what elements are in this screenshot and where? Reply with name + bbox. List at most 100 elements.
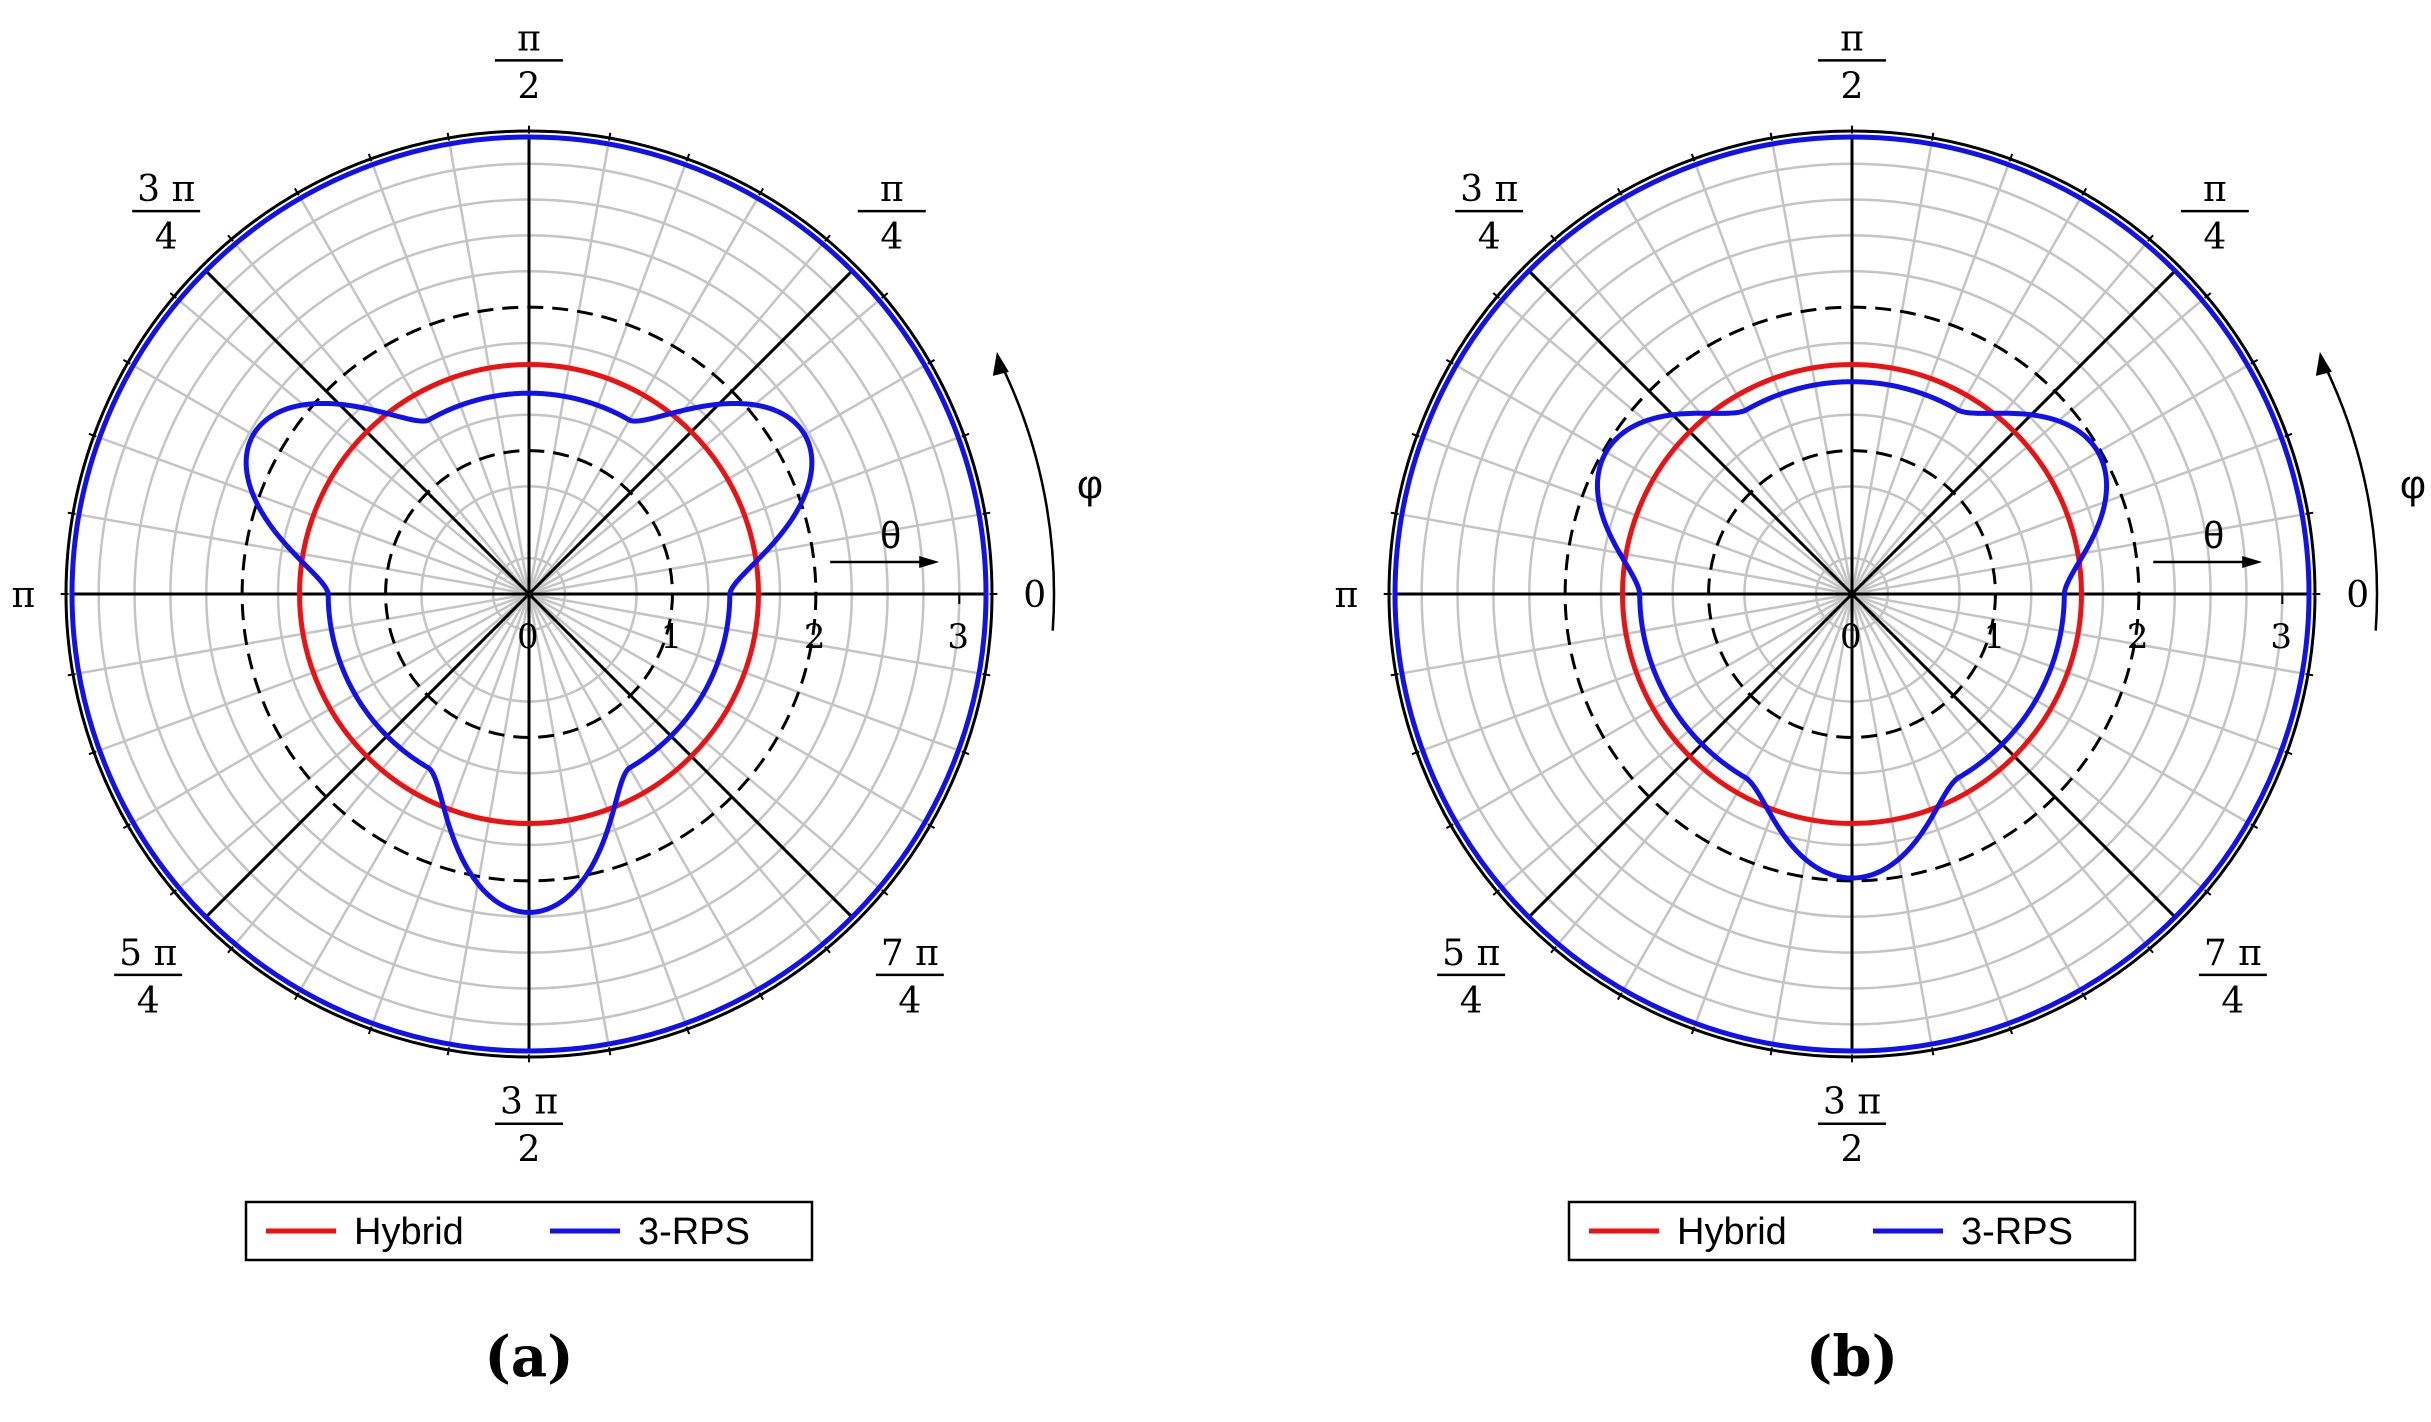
theta-arrowhead [919, 556, 940, 568]
angular-tick [2250, 823, 2259, 830]
series-line-3rps [1594, 379, 2110, 881]
angle-label-denominator: 4 [2203, 217, 2226, 258]
angular-tick [1690, 1026, 1696, 1035]
angular-tick [881, 292, 889, 299]
angular-tick [2284, 432, 2293, 438]
angle-label: 0 [2346, 575, 2369, 616]
radial-tick-label: 0 [1840, 617, 1862, 657]
angle-label-numerator: π [880, 169, 904, 210]
angular-tick [1769, 132, 1774, 141]
series-line-outer-3rps [1392, 134, 2312, 1054]
angle-label-numerator: 3 π [1460, 169, 1518, 210]
angular-tick [758, 187, 765, 196]
angle-label-denominator: 4 [2221, 981, 2244, 1022]
angular-tick [446, 1047, 451, 1056]
angle-label-numerator: 7 π [881, 933, 939, 974]
angular-tick [961, 432, 970, 438]
phi-arrowhead [992, 351, 1009, 376]
angular-tick [1445, 358, 1454, 365]
angular-tick [824, 946, 831, 954]
series-line-outer-3rps [69, 134, 989, 1054]
angle-label-numerator: 5 π [1442, 933, 1500, 974]
angular-tick [169, 889, 177, 896]
angle-label-denominator: 4 [137, 981, 160, 1022]
angle-label-numerator: π [517, 18, 541, 59]
series-line-hybrid [1620, 362, 2084, 826]
angular-tick [2147, 946, 2154, 954]
angular-tick [927, 358, 936, 365]
series-line-hybrid [297, 362, 761, 826]
angular-tick [685, 1026, 691, 1035]
theta-label: θ [880, 515, 901, 557]
angle-label-denominator: 2 [518, 66, 541, 107]
angle-label-denominator: 4 [1460, 981, 1483, 1022]
angular-tick [1411, 432, 1420, 438]
panel-label: (b) [1806, 1324, 1898, 1390]
phi-arc-arrow [2322, 363, 2379, 631]
angular-tick [2204, 889, 2212, 896]
angular-tick [2305, 672, 2314, 677]
angle-label-numerator: 7 π [2204, 933, 2262, 974]
angular-tick [88, 432, 97, 438]
angular-tick [2284, 750, 2293, 756]
angular-tick [824, 234, 831, 242]
angular-tick [1930, 132, 1935, 141]
radial-tick-label: 2 [804, 617, 826, 657]
angular-tick [2147, 234, 2154, 242]
theta-label: θ [2203, 515, 2224, 557]
angular-tick [293, 992, 300, 1001]
angular-tick [2008, 1026, 2014, 1035]
radial-tick-label: 1 [660, 617, 682, 657]
angular-tick [293, 187, 300, 196]
radial-tick-label: 1 [1983, 617, 2005, 657]
angle-label-denominator: 2 [1841, 66, 1864, 107]
angular-tick [2305, 511, 2314, 516]
angular-tick [1390, 672, 1399, 677]
angular-tick [1930, 1047, 1935, 1056]
angular-tick [1550, 946, 1557, 954]
angular-tick [1390, 511, 1399, 516]
angular-tick [1492, 292, 1500, 299]
angular-tick [2081, 187, 2088, 196]
legend-label: Hybrid [354, 1211, 464, 1253]
angle-label: π [1334, 575, 1358, 616]
angular-tick [1411, 750, 1420, 756]
theta-arrowhead [2242, 556, 2263, 568]
legend-label: 3-RPS [1961, 1211, 2073, 1253]
phi-label: φ [1077, 463, 1103, 507]
phi-arc-arrow [999, 363, 1056, 631]
angular-tick [2008, 153, 2014, 162]
legend-box [1567, 1200, 2137, 1262]
angle-label-numerator: π [1840, 18, 1864, 59]
angle-label-numerator: 3 π [137, 169, 195, 210]
angular-tick [1616, 187, 1623, 196]
angle-label-denominator: 4 [898, 981, 921, 1022]
phi-label: φ [2400, 463, 2426, 507]
angular-tick [122, 823, 131, 830]
series-line-3rps [243, 390, 815, 915]
angle-label-numerator: π [2203, 169, 2227, 210]
angular-tick [607, 132, 612, 141]
angular-tick [169, 292, 177, 299]
radial-tick-label: 3 [947, 617, 969, 657]
panel-label: (a) [484, 1324, 573, 1390]
angular-tick [367, 153, 373, 162]
angular-tick [227, 234, 234, 242]
radial-tick-label: 2 [2127, 617, 2149, 657]
angular-tick [1492, 889, 1500, 896]
legend-box [244, 1200, 814, 1262]
angular-tick [2081, 992, 2088, 1001]
angle-label-denominator: 4 [1478, 217, 1501, 258]
angular-tick [685, 153, 691, 162]
angular-tick [88, 750, 97, 756]
angular-tick [67, 511, 76, 516]
angular-tick [982, 672, 991, 677]
angular-tick [67, 672, 76, 677]
angular-tick [607, 1047, 612, 1056]
angular-tick [446, 132, 451, 141]
angular-tick [1550, 234, 1557, 242]
angle-label-denominator: 2 [1841, 1130, 1864, 1171]
